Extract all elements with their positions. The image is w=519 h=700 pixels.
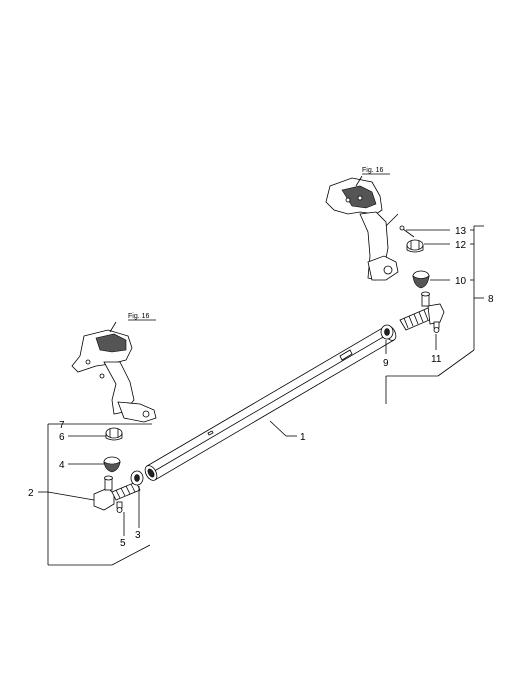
castle-nut-6 (105, 427, 123, 441)
callout-6: 6 (59, 432, 65, 443)
callout-labels: 1 2 3 4 5 6 7 8 9 10 11 12 13 (28, 226, 494, 549)
callout-13: 13 (455, 226, 467, 237)
dust-seal-10 (412, 270, 430, 289)
knuckle-arm-lower (71, 329, 157, 423)
lock-nut-3 (130, 470, 144, 486)
lock-nut-9 (380, 324, 394, 340)
leader-lines (38, 175, 484, 566)
grease-nipple-11 (433, 321, 440, 333)
fig-ref-upper[interactable]: Fig. 16 (362, 167, 384, 174)
callout-1: 1 (300, 432, 306, 443)
callout-11: 11 (431, 354, 442, 365)
tie-rod-end-left (93, 475, 141, 511)
knuckle-arm-upper (325, 177, 399, 281)
tie-rod-end-right (399, 291, 445, 331)
grease-nipple-5 (116, 501, 123, 513)
callout-12: 12 (455, 240, 467, 251)
callout-8: 8 (488, 294, 494, 305)
callout-3: 3 (135, 530, 141, 541)
tie-rod (144, 325, 397, 481)
dust-seal-4 (103, 456, 121, 473)
callout-9: 9 (383, 358, 389, 369)
callout-4: 4 (59, 460, 65, 471)
castle-nut-12 (406, 239, 424, 253)
callout-2: 2 (28, 488, 34, 499)
callout-10: 10 (455, 276, 467, 287)
callout-5: 5 (120, 538, 126, 549)
callout-7: 7 (59, 420, 65, 431)
figure-references: Fig. 16 Fig. 16 (128, 167, 390, 321)
cotter-pin-13 (399, 225, 415, 238)
fig-ref-lower[interactable]: Fig. 16 (128, 313, 150, 320)
